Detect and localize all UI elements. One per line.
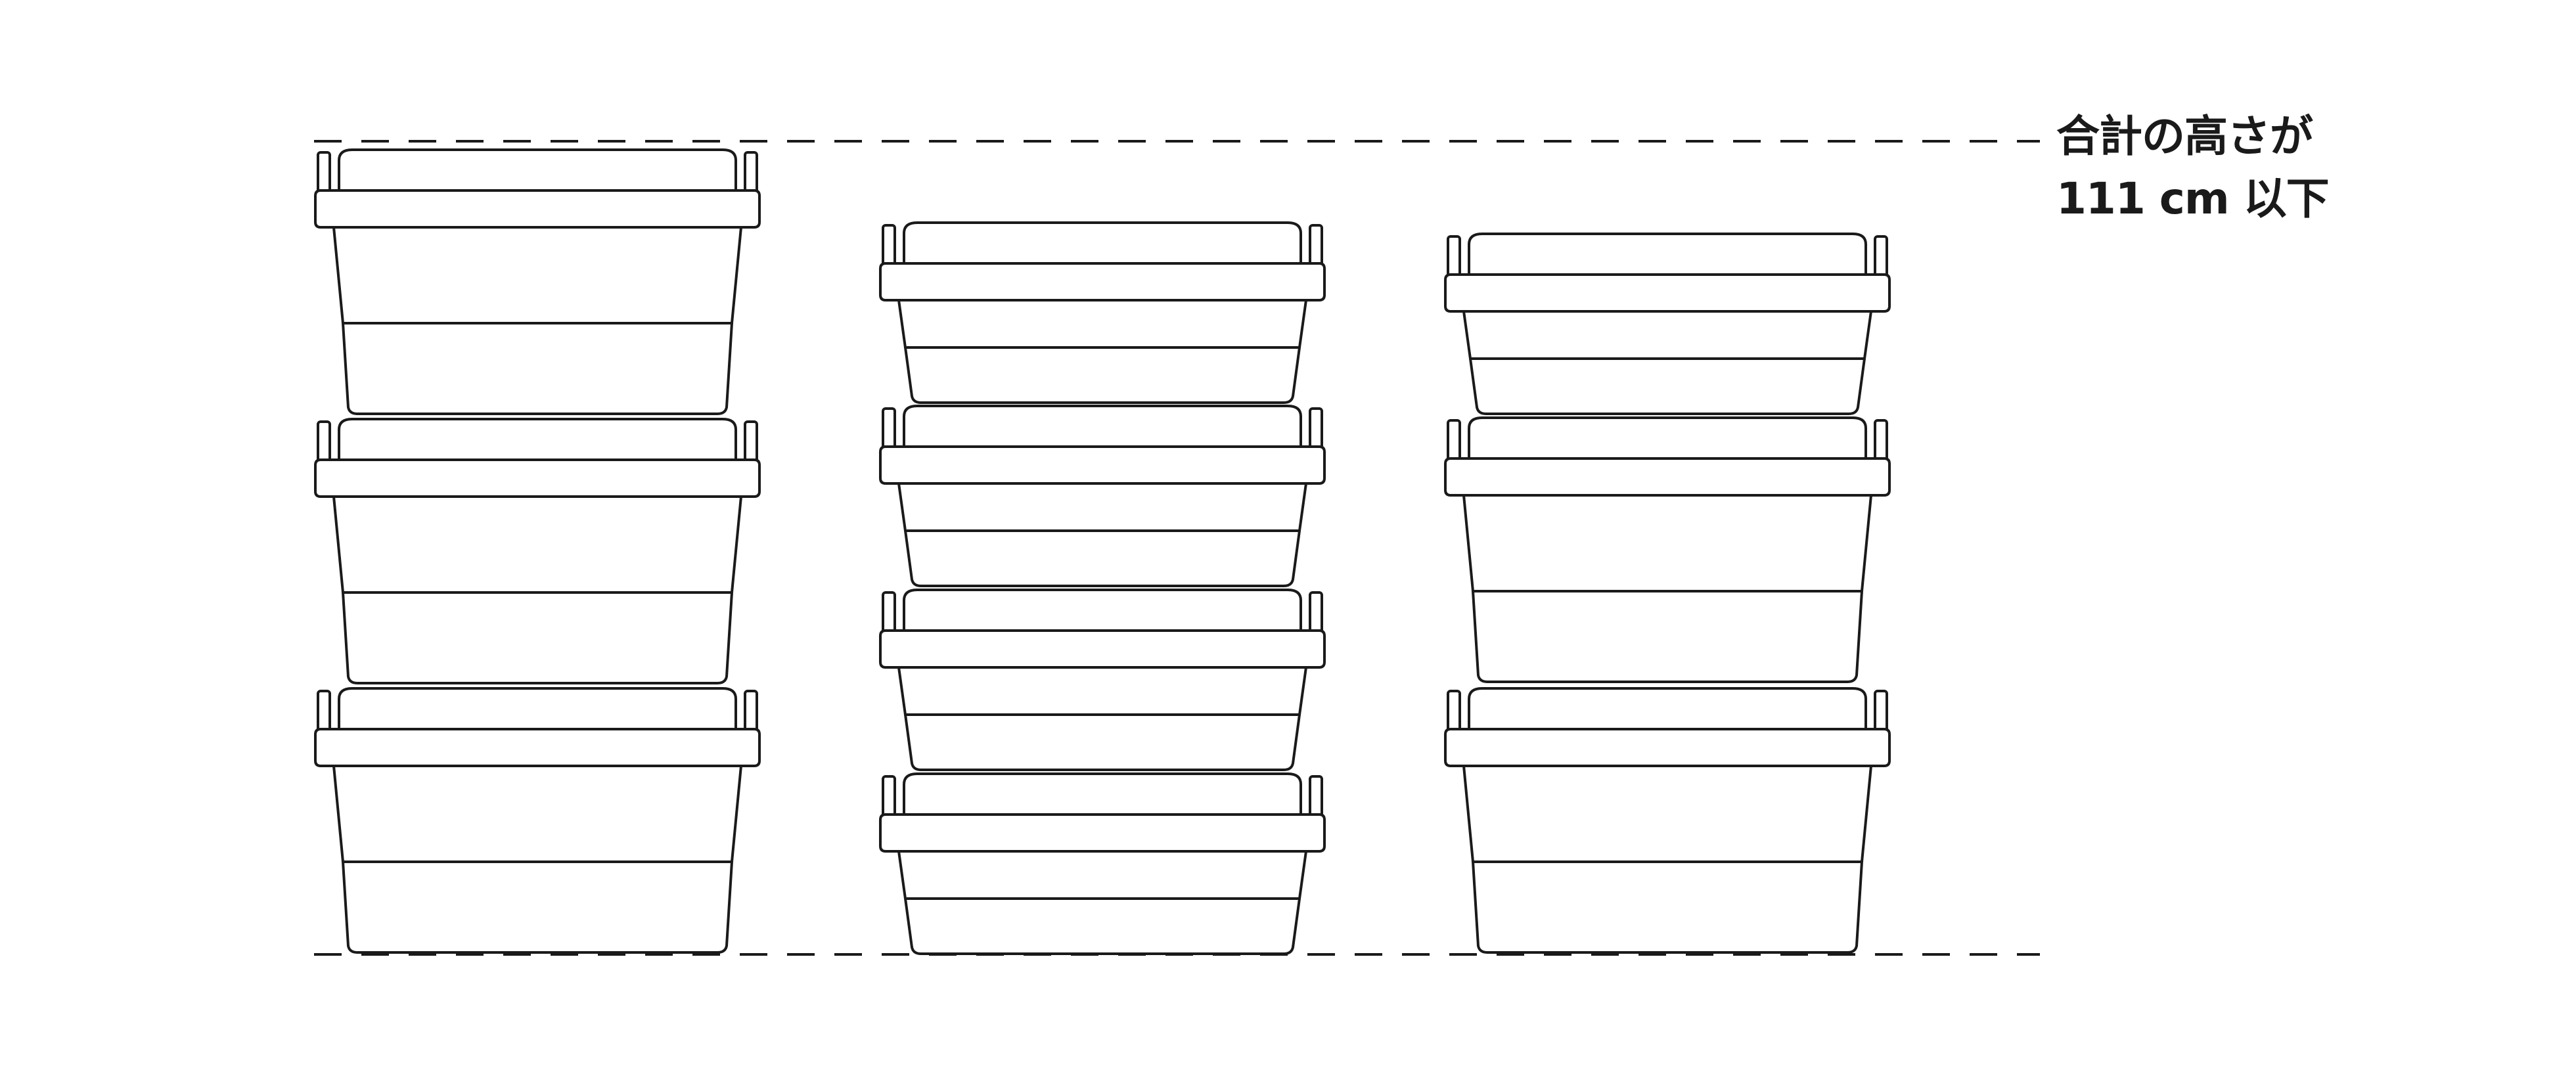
stack-middle xyxy=(879,221,1326,955)
stack-right xyxy=(1444,233,1891,954)
box-tall xyxy=(1444,416,1891,683)
box-tall xyxy=(314,418,761,684)
box-short xyxy=(1444,233,1891,415)
height-limit-note-line1: 合計の高さが xyxy=(2056,111,2313,162)
height-limit-note: 合計の高さが 111 cm 以下 xyxy=(2056,105,2330,230)
box-tall xyxy=(314,687,761,954)
box-tall xyxy=(314,148,761,415)
box-short xyxy=(879,589,1326,771)
box-short xyxy=(879,221,1326,404)
box-short xyxy=(879,772,1326,955)
stack-left xyxy=(314,148,761,954)
height-limit-note-line2: 111 cm 以下 xyxy=(2056,173,2330,224)
box-short xyxy=(879,405,1326,587)
box-tall xyxy=(1444,687,1891,954)
